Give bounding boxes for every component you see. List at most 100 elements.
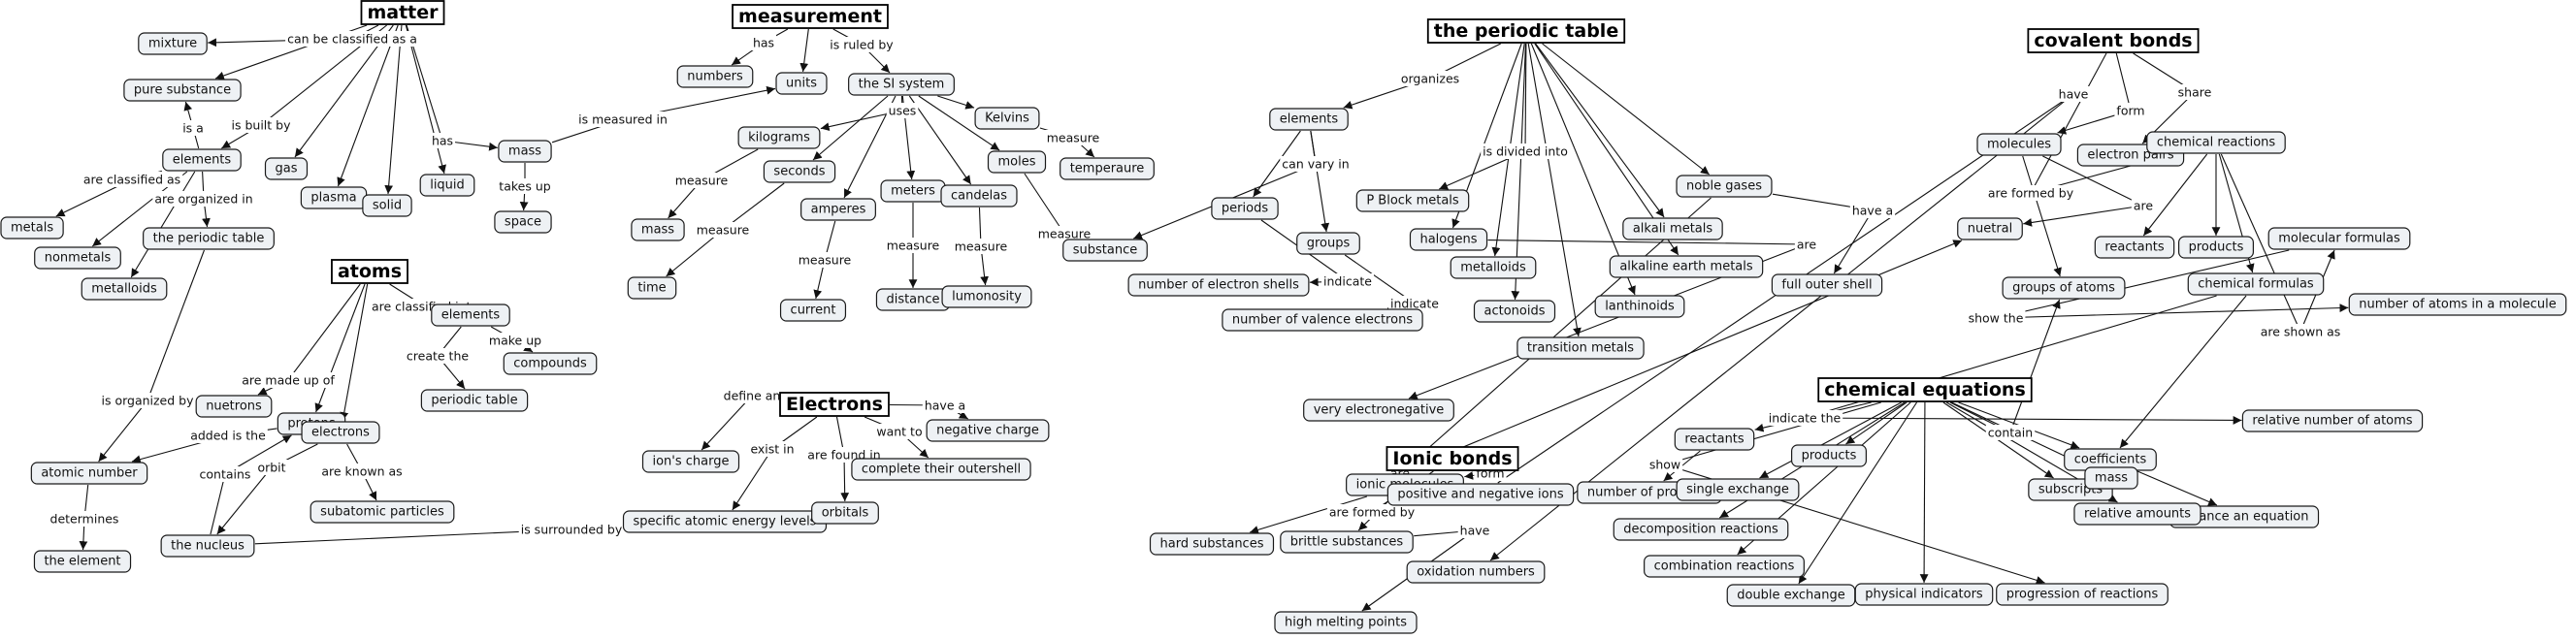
concept-node-mass-meas[interactable]: mass (631, 218, 685, 241)
concept-node-rel-amounts[interactable]: relative amounts (2073, 502, 2201, 526)
concept-node-alkali[interactable]: alkali metals (1622, 217, 1723, 240)
concept-node-the-nucleus[interactable]: the nucleus (160, 534, 255, 558)
concept-node-reactants-c[interactable]: reactants (2094, 236, 2175, 259)
concept-node-temperaure[interactable]: temperaure (1060, 157, 1155, 180)
concept-node-mixture[interactable]: mixture (138, 32, 208, 55)
concept-node-amperes[interactable]: amperes (800, 198, 876, 221)
concept-node-kelvins[interactable]: Kelvins (974, 107, 1040, 130)
concept-node-noble[interactable]: noble gases (1676, 175, 1773, 198)
concept-node-actonoids[interactable]: actonoids (1473, 300, 1556, 323)
concept-node-gas[interactable]: gas (264, 157, 309, 180)
concept-node-ions-charge[interactable]: ion's charge (641, 450, 740, 473)
heading-node-covalent[interactable]: covalent bonds (2027, 28, 2200, 53)
concept-node-num-atoms[interactable]: number of atoms in a molecule (2348, 293, 2567, 316)
concept-node-nonmetals[interactable]: nonmetals (34, 246, 121, 270)
concept-node-decomposition[interactable]: decomposition reactions (1613, 518, 1789, 541)
concept-node-molecules[interactable]: molecules (1976, 133, 2062, 156)
concept-node-plasma[interactable]: plasma (300, 186, 368, 209)
concept-node-periods[interactable]: periods (1211, 197, 1279, 220)
concept-node-current[interactable]: current (779, 299, 847, 322)
connector-periodic-table-m-to-atomic-number (98, 249, 205, 463)
concept-node-metalloids-p[interactable]: metalloids (1450, 256, 1537, 279)
concept-node-metalloids[interactable]: metalloids (81, 277, 168, 301)
concept-node-products-e[interactable]: products (1791, 444, 1867, 467)
concept-node-moles[interactable]: moles (987, 150, 1047, 174)
heading-node-matter[interactable]: matter (360, 0, 445, 25)
link-label: organizes (1398, 71, 1462, 86)
concept-node-groups[interactable]: groups (1296, 232, 1360, 255)
concept-node-reactants-e[interactable]: reactants (1674, 428, 1755, 451)
concept-node-nuetrons[interactable]: nuetrons (195, 395, 273, 418)
concept-node-mol-formulas[interactable]: molecular formulas (2267, 227, 2411, 250)
node-box (1674, 428, 1755, 451)
concept-node-numbers[interactable]: numbers (676, 65, 754, 88)
concept-node-distance[interactable]: distance (875, 288, 951, 311)
concept-node-orbitals[interactable]: orbitals (811, 501, 879, 525)
concept-node-num-shells[interactable]: number of electron shells (1127, 273, 1310, 297)
node-label: the nucleus (171, 539, 245, 554)
concept-node-neg-charge[interactable]: negative charge (926, 419, 1050, 442)
concept-node-time[interactable]: time (627, 276, 677, 300)
concept-node-space[interactable]: space (494, 210, 552, 234)
concept-node-hard[interactable]: hard substances (1149, 532, 1275, 556)
concept-node-periodic-table-m[interactable]: the periodic table (143, 227, 275, 250)
concept-node-full-outer[interactable]: full outer shell (1771, 273, 1883, 297)
concept-node-combination[interactable]: combination reactions (1644, 555, 1805, 578)
concept-node-energy-levels[interactable]: specific atomic energy levels (622, 510, 828, 533)
concept-node-pblock[interactable]: P Block metals (1355, 189, 1470, 212)
concept-node-outershell[interactable]: complete their outershell (851, 458, 1031, 481)
concept-node-compounds[interactable]: compounds (503, 352, 598, 375)
heading-node-electrons-h[interactable]: Electrons (779, 392, 890, 417)
concept-node-seconds[interactable]: seconds (763, 160, 836, 183)
concept-node-kilograms[interactable]: kilograms (737, 126, 821, 149)
concept-node-mass-e[interactable]: mass (2084, 466, 2138, 490)
concept-node-elements-a[interactable]: elements (431, 304, 510, 327)
concept-node-chem-reactions[interactable]: chemical reactions (2146, 131, 2286, 154)
concept-node-transition[interactable]: transition metals (1516, 336, 1645, 360)
concept-node-rel-num-atoms[interactable]: relative number of atoms (2241, 409, 2424, 432)
heading-node-atoms[interactable]: atoms (331, 259, 408, 284)
concept-node-progression[interactable]: progression of reactions (1996, 583, 2168, 606)
heading-node-ionic[interactable]: Ionic bonds (1386, 446, 1519, 471)
concept-node-oxidation[interactable]: oxidation numbers (1406, 560, 1546, 584)
concept-node-lumonosity[interactable]: lumonosity (941, 285, 1032, 308)
concept-node-single[interactable]: single exchange (1676, 478, 1800, 501)
concept-node-periodic-table-a[interactable]: periodic table (420, 389, 529, 412)
heading-node-measurement[interactable]: measurement (732, 4, 889, 29)
concept-node-chem-formulas[interactable]: chemical formulas (2187, 272, 2325, 296)
concept-node-si[interactable]: the SI system (848, 73, 955, 96)
concept-node-the-element[interactable]: the element (33, 550, 132, 573)
concept-node-candelas[interactable]: candelas (940, 184, 1018, 208)
concept-node-alkaline-earth[interactable]: alkaline earth metals (1609, 255, 1764, 278)
concept-node-electronegative[interactable]: very electronegative (1303, 399, 1454, 422)
concept-node-high-melt[interactable]: high melting points (1274, 611, 1418, 634)
concept-node-metals[interactable]: metals (0, 216, 64, 240)
concept-node-lanthinoids[interactable]: lanthinoids (1594, 295, 1685, 318)
concept-node-electrons[interactable]: electrons (301, 421, 380, 444)
concept-node-balance[interactable]: balance an equation (2168, 505, 2320, 528)
concept-node-substance[interactable]: substance (1062, 239, 1148, 262)
concept-node-num-valence[interactable]: number of valence electrons (1222, 308, 1423, 332)
concept-node-units[interactable]: units (775, 72, 828, 95)
concept-node-halogens[interactable]: halogens (1409, 228, 1488, 251)
concept-node-products-c[interactable]: products (2178, 236, 2254, 259)
concept-node-solid[interactable]: solid (362, 194, 412, 217)
concept-node-liquid[interactable]: liquid (419, 174, 475, 197)
concept-node-double[interactable]: double exchange (1726, 584, 1856, 607)
concept-node-elements-m[interactable]: elements (162, 148, 242, 172)
heading-node-equations[interactable]: chemical equations (1817, 377, 2033, 402)
concept-node-pure-substance[interactable]: pure substance (123, 79, 242, 102)
heading-node-periodic[interactable]: the periodic table (1426, 18, 1626, 44)
node-label: units (786, 77, 817, 91)
concept-node-elements-p[interactable]: elements (1269, 108, 1349, 131)
concept-node-groups-atoms[interactable]: groups of atoms (2002, 276, 2126, 300)
concept-node-brittle[interactable]: brittle substances (1280, 530, 1414, 554)
concept-node-nuetral[interactable]: nuetral (1957, 217, 2023, 240)
concept-node-subatomic[interactable]: subatomic particles (310, 500, 455, 524)
concept-node-mass-m[interactable]: mass (498, 140, 552, 163)
concept-node-atomic-number[interactable]: atomic number (30, 462, 148, 485)
concept-node-physical[interactable]: physical indicators (1854, 583, 1994, 606)
concept-node-pos-neg[interactable]: positive and negative ions (1386, 483, 1575, 506)
concept-node-meters[interactable]: meters (880, 179, 946, 203)
link-label-text: contain (1988, 426, 2033, 440)
